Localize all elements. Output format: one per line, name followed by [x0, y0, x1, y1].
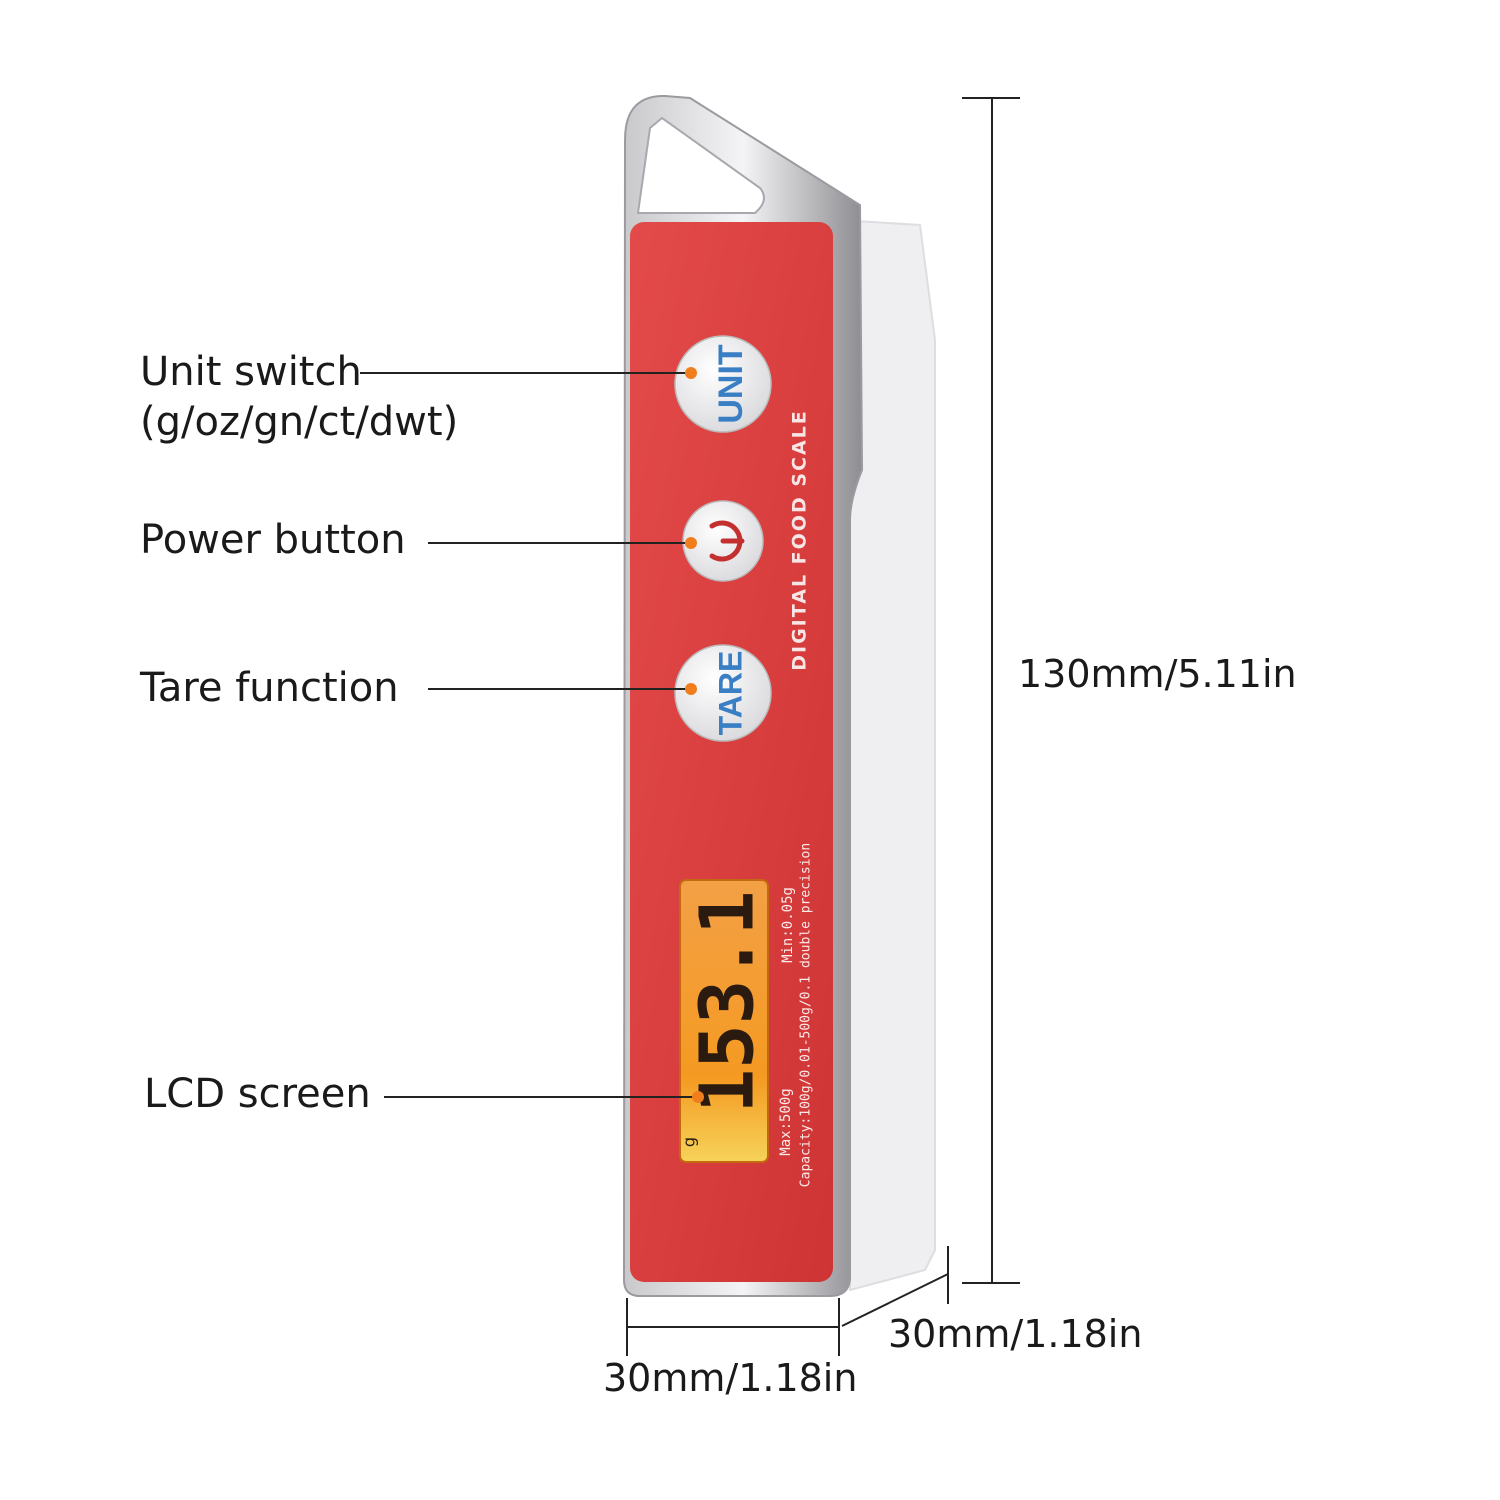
spec-capacity: Capacity:100g/0.01-500g/0.1 double preci…	[799, 843, 814, 1187]
unit-options-label: (g/oz/gn/ct/dwt)	[140, 399, 459, 445]
unit-callout-dot	[685, 367, 697, 379]
tare-callout-dot	[685, 683, 697, 695]
height-dim-line	[991, 97, 993, 1284]
lcd-screen	[679, 879, 769, 1163]
lcd-reading: 153.1	[685, 891, 771, 1114]
spec-max: Max:500g	[778, 1088, 794, 1155]
depth-dimension-label: 30mm/1.18in	[888, 1312, 1143, 1356]
height-dimension-label: 130mm/5.11in	[1018, 652, 1297, 696]
tare-function-label: Tare function	[140, 665, 399, 711]
spec-min: Min:0.05g	[780, 887, 796, 963]
lcd-callout-line	[384, 1096, 696, 1098]
width-dimension-label: 30mm/1.18in	[603, 1356, 858, 1400]
tare-button[interactable]: TARE	[674, 644, 772, 742]
tare-button-label: TARE	[712, 651, 748, 736]
width-dim-line	[626, 1326, 840, 1328]
unit-button[interactable]: UNIT	[674, 335, 772, 433]
tare-callout-line	[428, 688, 690, 690]
power-button-label: Power button	[140, 517, 406, 563]
power-button[interactable]	[682, 500, 764, 582]
scale-back-body	[838, 218, 936, 1292]
lcd-screen-label: LCD screen	[144, 1071, 371, 1117]
unit-button-label: UNIT	[712, 344, 750, 424]
hanging-loop-hole	[636, 116, 765, 214]
lcd-callout-dot	[692, 1091, 704, 1103]
unit-callout-line	[360, 372, 690, 374]
power-callout-line	[428, 542, 690, 544]
power-callout-dot	[685, 537, 697, 549]
unit-switch-label: Unit switch	[140, 349, 362, 395]
brand-text: DIGITAL FOOD SCALE	[789, 409, 811, 671]
lcd-unit: g	[680, 1137, 699, 1147]
